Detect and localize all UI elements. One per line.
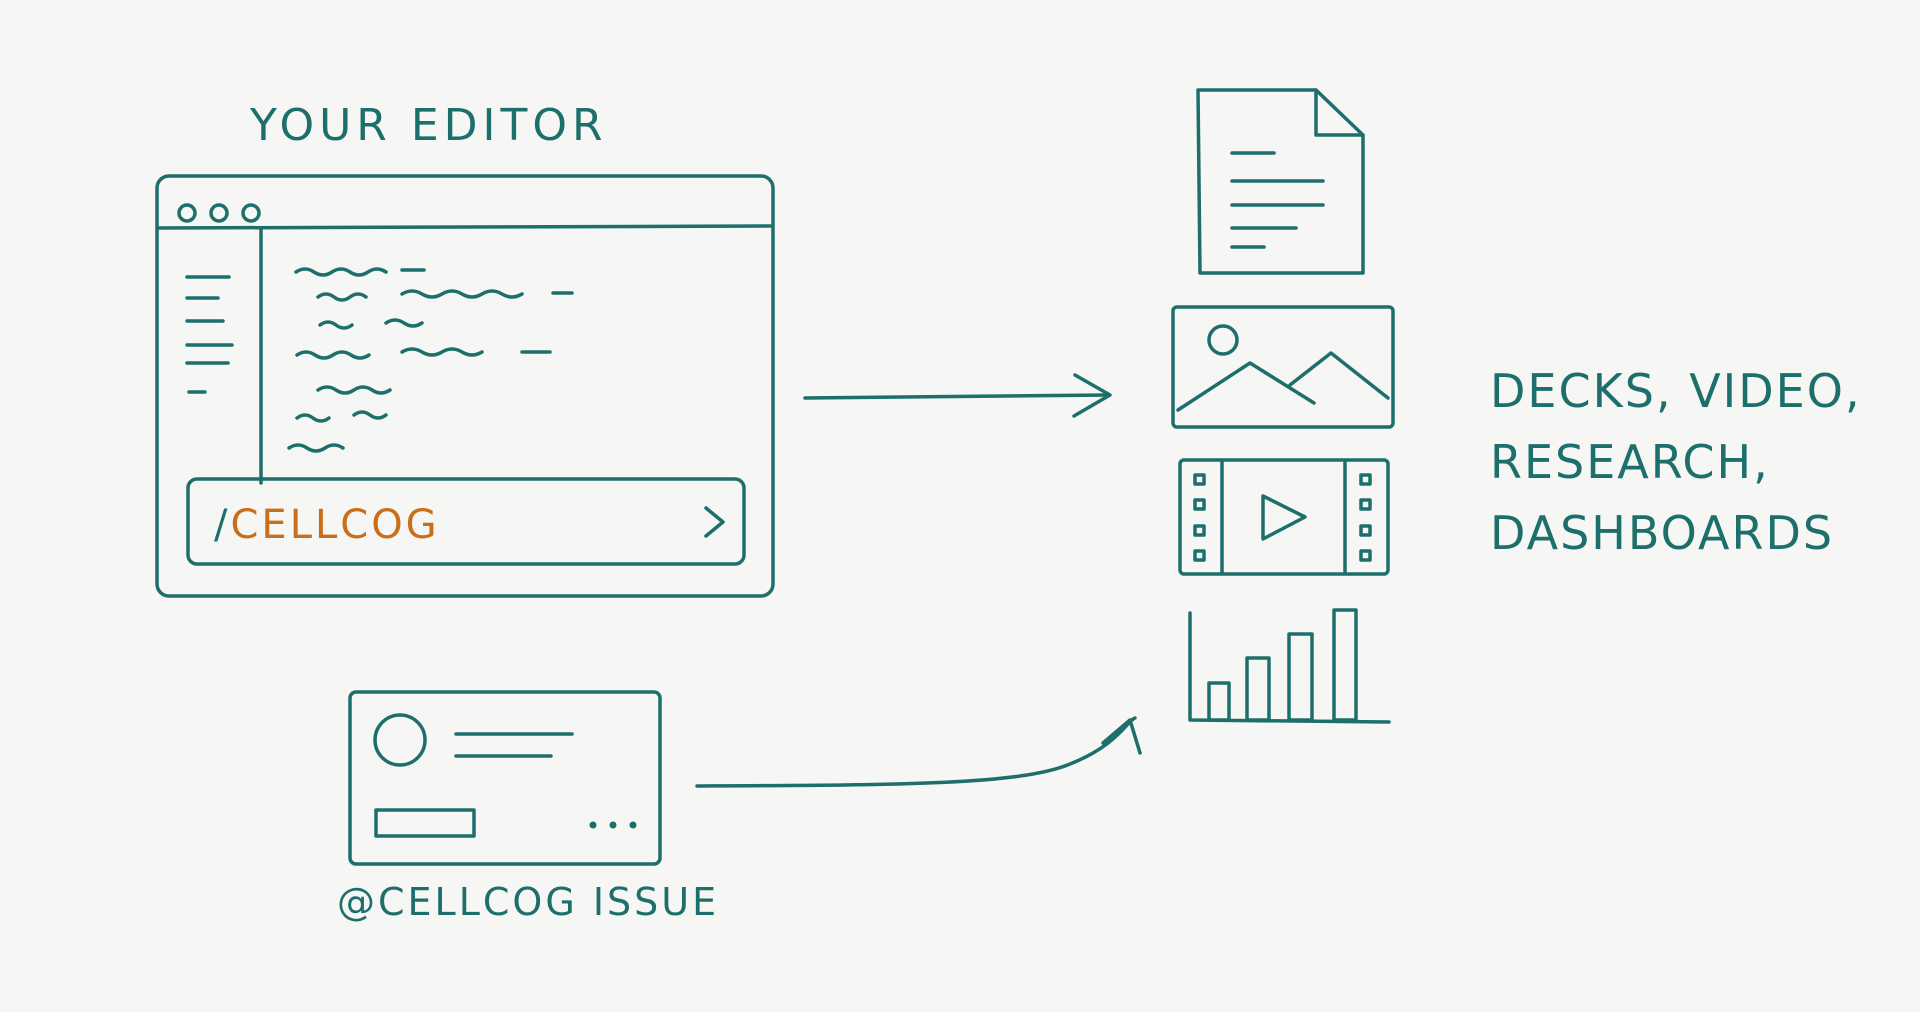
document-icon [1198,90,1363,273]
command-input-box [188,479,744,564]
issue-card [350,692,660,864]
play-icon [1263,496,1305,539]
issue-label: @CELLCOG ISSUE [337,880,720,924]
command-text: /CELLCOG [214,502,440,548]
video-icon [1180,460,1388,574]
avatar-icon [375,715,425,765]
outputs-line: DASHBOARDS [1490,506,1835,560]
outputs-label: DECKS, VIDEO, RESEARCH, DASHBOARDS [1490,356,1862,569]
editor-title: YOUR EDITOR [250,100,608,151]
more-dots-icon [589,821,637,829]
image-icon [1173,307,1393,427]
chevron-right-icon [706,508,723,536]
editor-window [157,176,773,596]
arrow-issue-to-outputs [697,718,1140,786]
sidebar-lines [187,277,232,392]
code-lines [289,269,572,451]
editor-frame [157,176,773,596]
command-word: CELLCOG [230,502,440,548]
arrow-editor-to-outputs [805,375,1110,416]
editor-titlebar-divider [159,226,771,228]
outputs-line: DECKS, VIDEO, [1490,364,1862,418]
window-controls-icon [179,205,259,221]
command-slash: / [214,502,231,548]
outputs-line: RESEARCH, [1490,435,1770,489]
issue-card-frame [350,692,660,864]
issue-card-button [376,810,474,836]
bar-chart-icon [1190,610,1389,722]
